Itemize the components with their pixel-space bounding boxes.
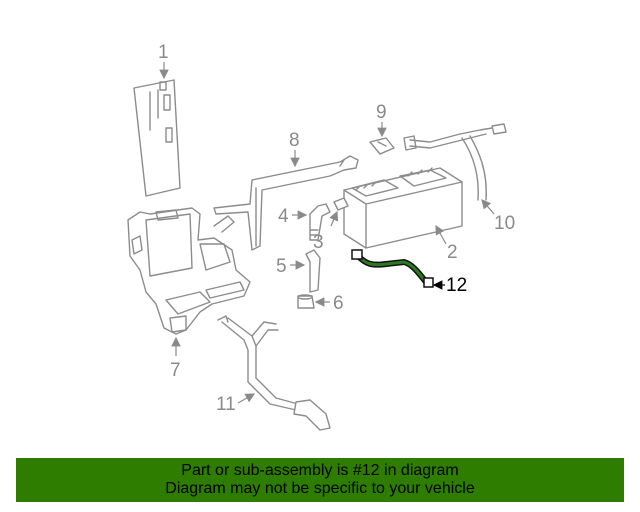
- callout-12[interactable]: 12: [446, 275, 467, 296]
- part-11-ground-cable[interactable]: [217, 315, 331, 431]
- part-7-battery-tray[interactable]: [127, 207, 251, 335]
- part-2-battery[interactable]: [343, 167, 463, 249]
- part-8-hold-down-bracket[interactable]: [213, 155, 359, 251]
- part-12-negative-cable[interactable]: [351, 249, 434, 288]
- callout-10[interactable]: 10: [494, 213, 515, 234]
- callout-6[interactable]: 6: [333, 293, 344, 314]
- callout-8[interactable]: 8: [289, 130, 300, 151]
- part-4-elbow-fitting[interactable]: [309, 203, 331, 241]
- callout-7[interactable]: 7: [170, 360, 181, 381]
- callout-5[interactable]: 5: [276, 256, 287, 277]
- callout-9[interactable]: 9: [376, 102, 387, 123]
- part-10-battery-cable[interactable]: [403, 123, 507, 201]
- part-6-grommet[interactable]: [297, 294, 315, 309]
- callout-3[interactable]: 3: [313, 232, 324, 253]
- info-banner: Part or sub-assembly is #12 in diagram D…: [16, 458, 624, 502]
- callout-4[interactable]: 4: [278, 206, 289, 227]
- callout-2[interactable]: 2: [447, 242, 458, 263]
- callout-1[interactable]: 1: [158, 42, 169, 63]
- part-1-cover-panel[interactable]: [133, 79, 181, 197]
- parts-diagram: 1 7 8 9 2: [127, 42, 515, 431]
- banner-line-1: Part or sub-assembly is #12 in diagram: [181, 462, 459, 479]
- part-5-vent-hose[interactable]: [305, 249, 321, 293]
- part-9-terminal-cover[interactable]: [369, 137, 395, 155]
- banner-line-2: Diagram may not be specific to your vehi…: [165, 480, 475, 497]
- callout-11[interactable]: 11: [216, 394, 236, 415]
- part-3-vent-plug[interactable]: [333, 197, 349, 211]
